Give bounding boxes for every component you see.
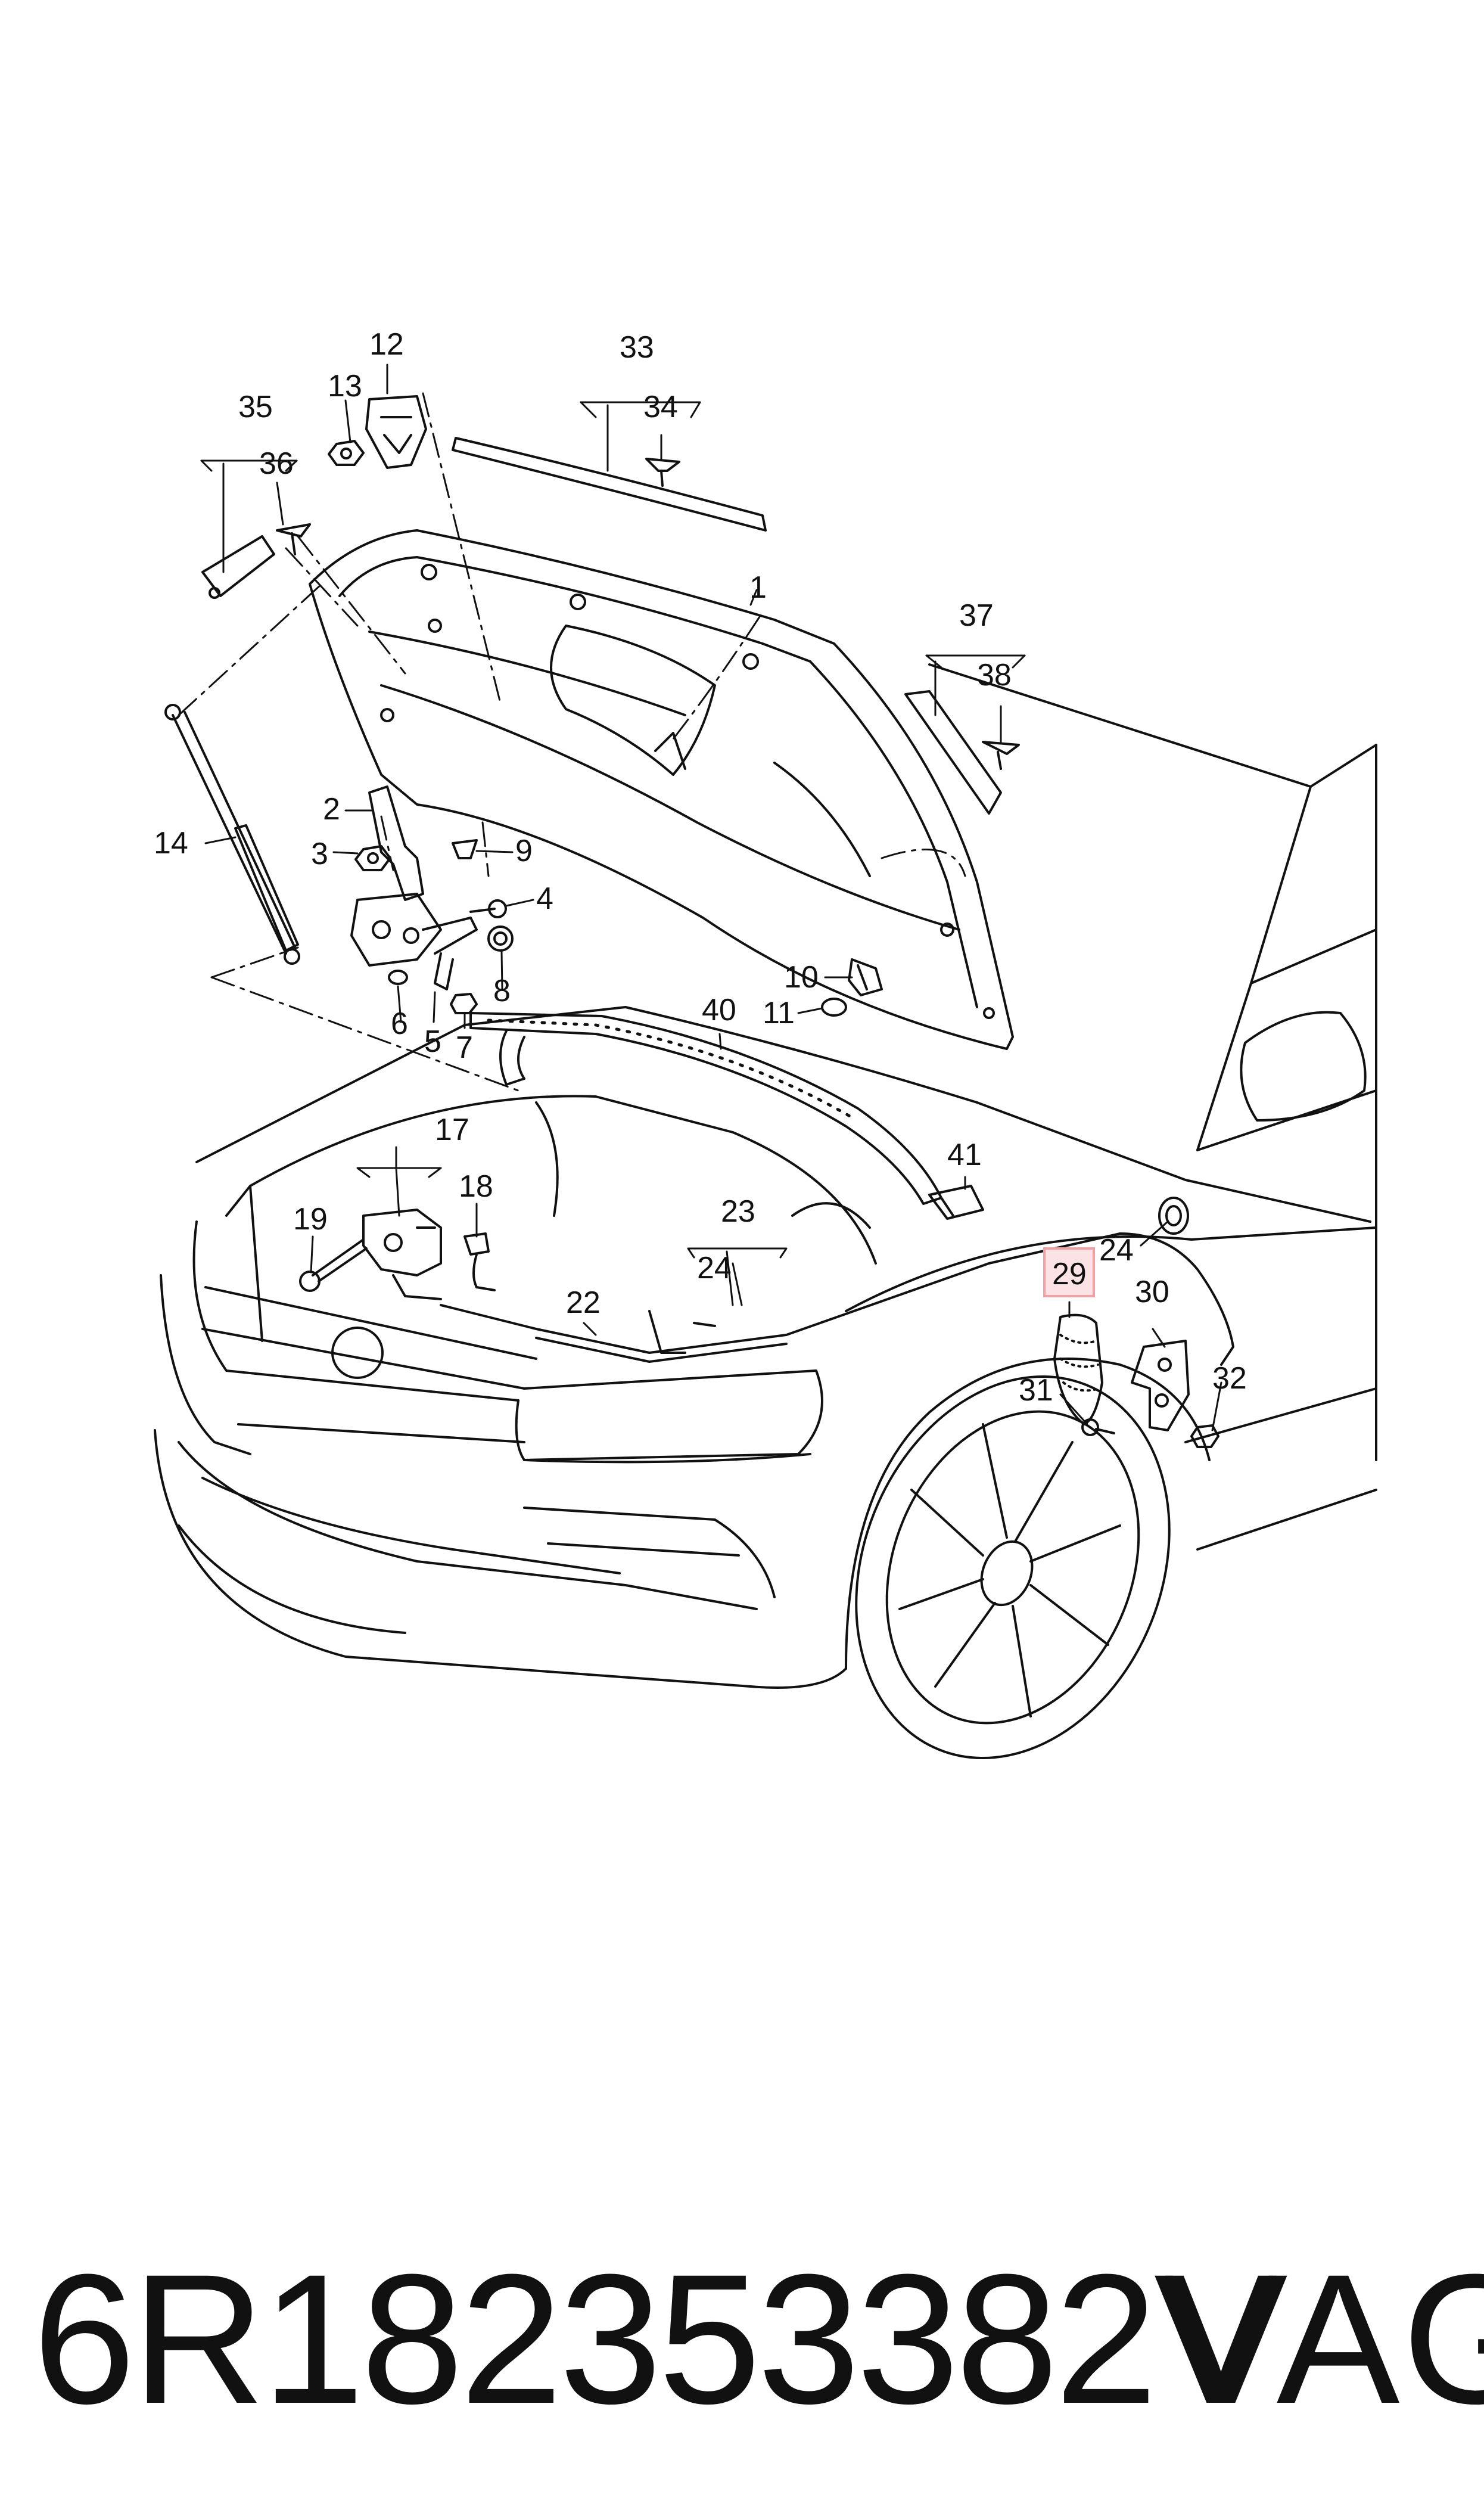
- part-33-seal: [452, 437, 767, 532]
- part-12-bracket: [365, 395, 427, 469]
- part-36-clip: [276, 523, 311, 555]
- part-6-washer: [388, 970, 408, 985]
- part-22-23-cable: [440, 1232, 1234, 1366]
- label-part-36: 36: [259, 446, 294, 481]
- part-19-bolt: [299, 1238, 368, 1292]
- part-24-grommet: [1158, 1197, 1189, 1235]
- part-13-nut: [328, 440, 365, 466]
- part-37-seal: [904, 690, 1002, 815]
- part-17-lock: [362, 1209, 442, 1300]
- part-41-guide: [928, 1185, 984, 1220]
- label-part-38: 38: [977, 658, 1012, 692]
- label-part-11: 11: [763, 996, 795, 1030]
- hinge-assembly: [350, 893, 478, 990]
- label-part-33: 33: [620, 330, 654, 365]
- part-4-bolt: [469, 899, 507, 918]
- label-part-7: 7: [456, 1030, 473, 1065]
- part-40-seal: [469, 1012, 942, 1205]
- label-part-10: 10: [784, 960, 819, 995]
- label-part-13: 13: [328, 369, 362, 403]
- label-part-40: 40: [702, 993, 736, 1027]
- part-8-bumpstop: [487, 925, 514, 952]
- part-18-switch: [463, 1232, 496, 1291]
- part-38-clip: [982, 741, 1020, 770]
- part-2-hinge: [368, 785, 424, 901]
- label-part-9: 9: [515, 834, 533, 868]
- label-part-5: 5: [424, 1024, 441, 1059]
- part-7-nut: [450, 993, 478, 1014]
- vehicle-body-outline: [154, 663, 1377, 1689]
- part-labels: 1 2 3 4 5 6 7 8 9 10 11 12 13 14 17 18 1…: [154, 327, 1247, 1408]
- part-3-nut: [354, 845, 391, 871]
- label-part-32: 32: [1212, 1361, 1247, 1396]
- bonnet-part-1: [309, 529, 1014, 1050]
- part-number-text: 6R182353382V: [33, 2235, 1277, 2442]
- label-part-24a: 24: [697, 1251, 732, 1285]
- label-part-41: 41: [947, 1138, 982, 1172]
- label-part-12: 12: [369, 327, 404, 362]
- label-part-14: 14: [154, 826, 188, 861]
- leader-lines: [200, 364, 1222, 1431]
- part-35-seal: [201, 535, 275, 599]
- label-part-6: 6: [391, 1007, 408, 1041]
- label-part-23: 23: [721, 1194, 755, 1229]
- label-part-34: 34: [643, 390, 678, 424]
- label-part-18: 18: [459, 1169, 493, 1204]
- label-part-22: 22: [566, 1285, 601, 1320]
- label-part-30: 30: [1135, 1275, 1169, 1309]
- part-9-retainer: [452, 839, 478, 859]
- part-14-gas-strut: [164, 704, 300, 965]
- guide-lines: [178, 392, 966, 1092]
- brand-text: VAG: [1165, 2235, 1484, 2442]
- part-30-bracket: [1131, 1340, 1190, 1431]
- part-11-grommet: [821, 998, 847, 1017]
- label-part-24b: 24: [1099, 1233, 1134, 1268]
- label-part-17: 17: [435, 1113, 469, 1147]
- label-part-19: 19: [293, 1202, 328, 1237]
- label-part-2: 2: [323, 792, 340, 827]
- label-part-37: 37: [959, 598, 994, 633]
- front-wheel: [855, 1375, 1171, 1759]
- label-part-3: 3: [311, 837, 328, 871]
- label-part-4: 4: [536, 881, 553, 916]
- part-29-release-handle: [1053, 1313, 1103, 1425]
- highlight-box-29: [1043, 1247, 1095, 1297]
- label-part-31: 31: [1019, 1373, 1053, 1408]
- label-part-8: 8: [493, 974, 511, 1008]
- label-part-35: 35: [238, 390, 273, 424]
- part-10-buffer: [848, 958, 883, 996]
- part-31-screw: [1081, 1418, 1115, 1436]
- part-34-clip: [645, 458, 680, 487]
- label-part-1: 1: [749, 570, 767, 605]
- label-part-29: 29: [1052, 1257, 1087, 1291]
